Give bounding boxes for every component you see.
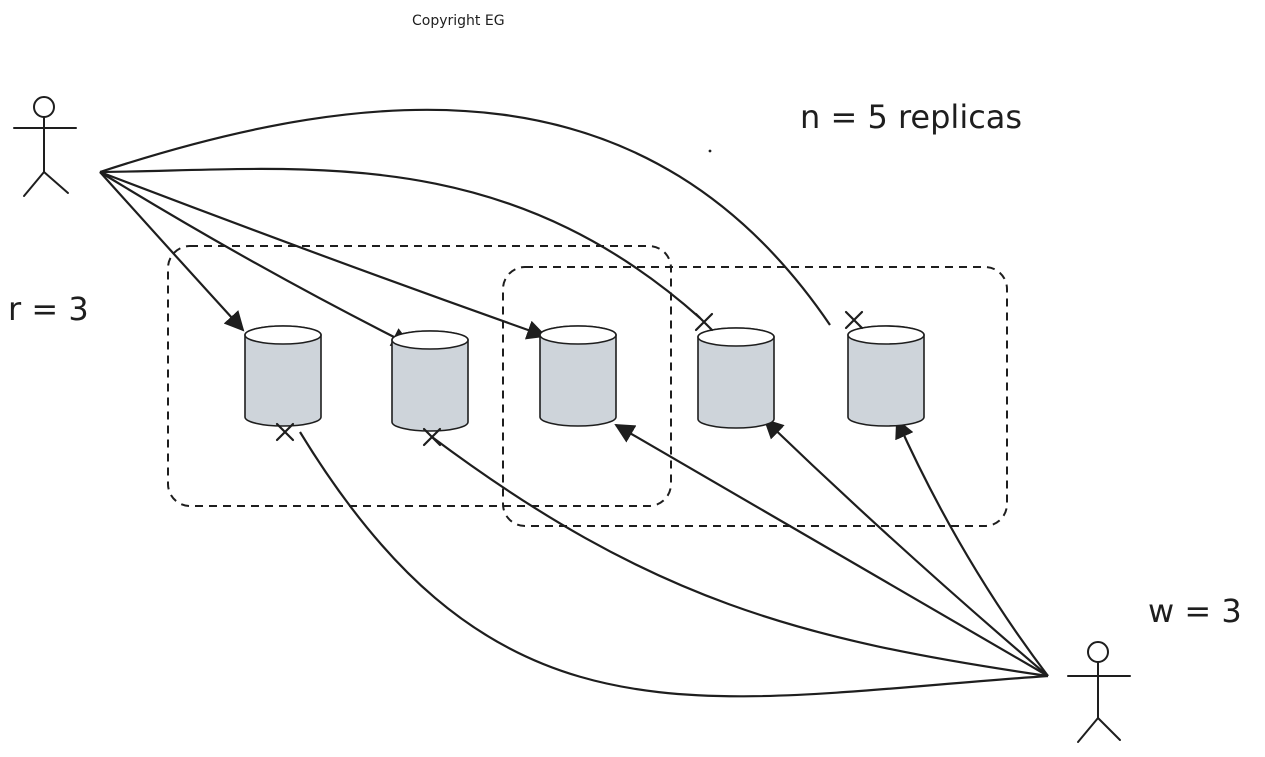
read-line-replica-5 <box>99 108 831 326</box>
read-arrow-replica-3 <box>99 170 547 340</box>
write-quorum-label: w = 3 <box>1148 592 1242 630</box>
replica-count-label: n = 5 replicas <box>800 98 1023 136</box>
read-quorum-label: r = 3 <box>8 290 89 328</box>
write-line-replica-2 <box>431 436 1049 678</box>
replica-group <box>244 325 925 432</box>
write-arrow-replica-4 <box>763 418 1049 677</box>
read-requests <box>99 108 831 346</box>
write-quorum-box <box>502 266 1008 527</box>
read-arrow-replica-2 <box>99 171 412 346</box>
copyright-text: Copyright EG <box>412 13 505 29</box>
read-fail-x-icon-replica-5 <box>844 310 864 330</box>
write-requests <box>299 418 1049 698</box>
reader-stick-figure-icon <box>13 96 77 197</box>
replica-cylinder-4 <box>697 327 775 429</box>
replica-cylinder-3 <box>539 325 617 427</box>
read-line-replica-4 <box>99 167 701 319</box>
failure-marks <box>275 310 864 447</box>
write-fail-x-icon-replica-1 <box>275 422 295 442</box>
replica-cylinder-1 <box>244 325 322 427</box>
writer-stick-figure-icon <box>1067 641 1131 743</box>
write-line-replica-1 <box>299 431 1049 698</box>
read-quorum-box <box>167 245 672 507</box>
write-arrow-replica-3 <box>614 424 1049 677</box>
read-arrow-replica-1 <box>99 171 245 332</box>
replica-cylinder-2 <box>391 330 469 432</box>
replica-cylinder-5 <box>847 325 925 427</box>
read-fail-x-icon-replica-4 <box>694 312 714 332</box>
stray-dot <box>708 149 712 153</box>
write-fail-x-icon-replica-2 <box>422 427 442 447</box>
write-arrow-replica-5 <box>895 418 1049 677</box>
